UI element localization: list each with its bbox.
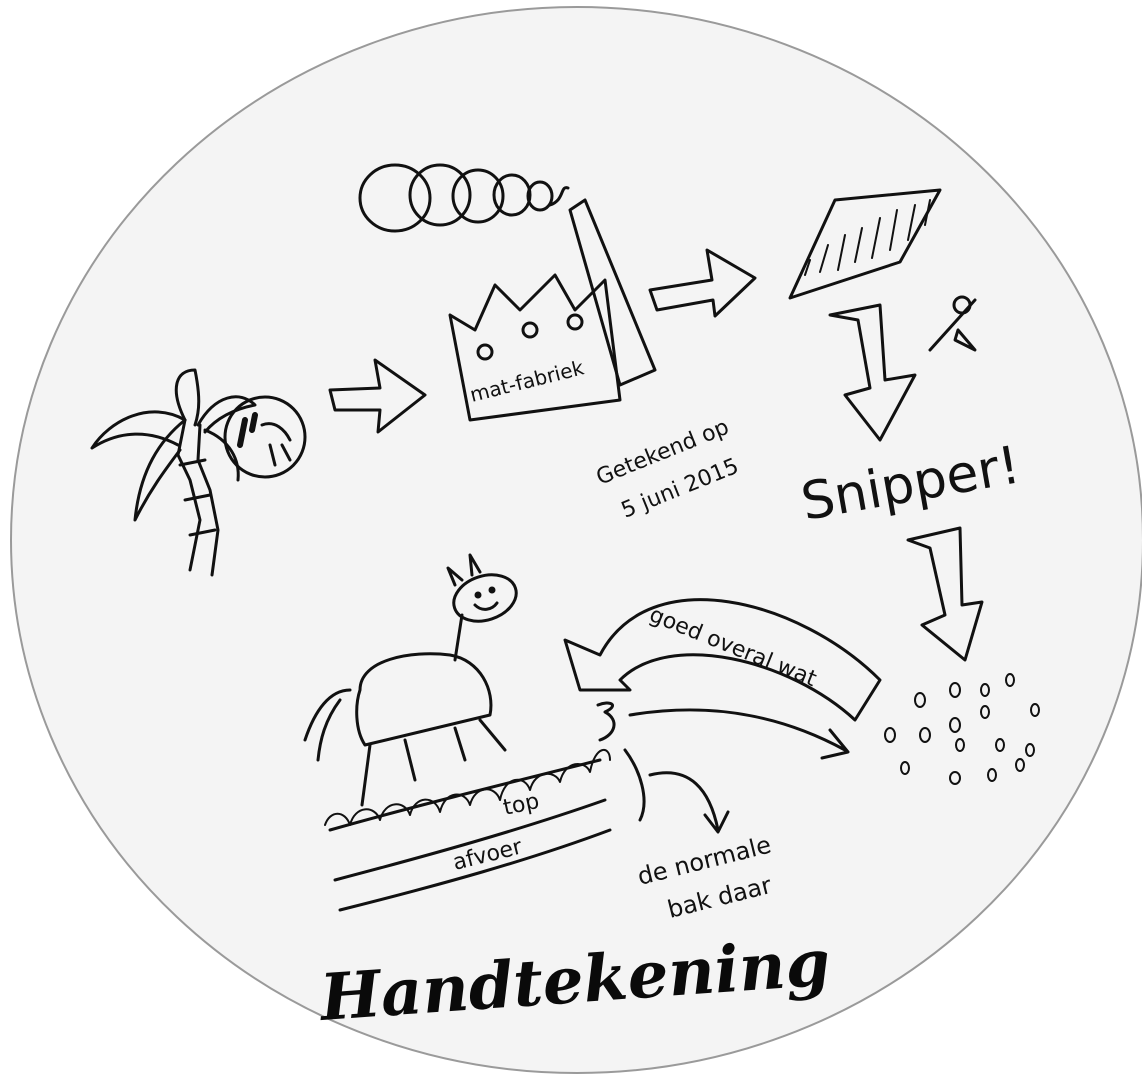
chips-icon [884, 673, 1040, 785]
banner-arrow [563, 598, 882, 722]
coconut-icon [223, 395, 307, 479]
ground-layers [324, 701, 646, 912]
goat-icon [303, 553, 518, 807]
paper-plate [10, 6, 1142, 1074]
palm-tree-icon [90, 368, 257, 577]
arrow-to-mat [648, 248, 757, 318]
fibre-coil-icon [358, 163, 570, 233]
scissors-icon [928, 295, 977, 352]
arrow-to-factory [328, 358, 427, 434]
mat-icon [788, 188, 942, 300]
factory-icon [448, 198, 657, 422]
arrow-down-to-chips [906, 526, 984, 662]
arrow-to-chips [628, 708, 850, 760]
arrow-to-bin [648, 771, 730, 834]
arrow-down-to-snipper [828, 303, 917, 442]
